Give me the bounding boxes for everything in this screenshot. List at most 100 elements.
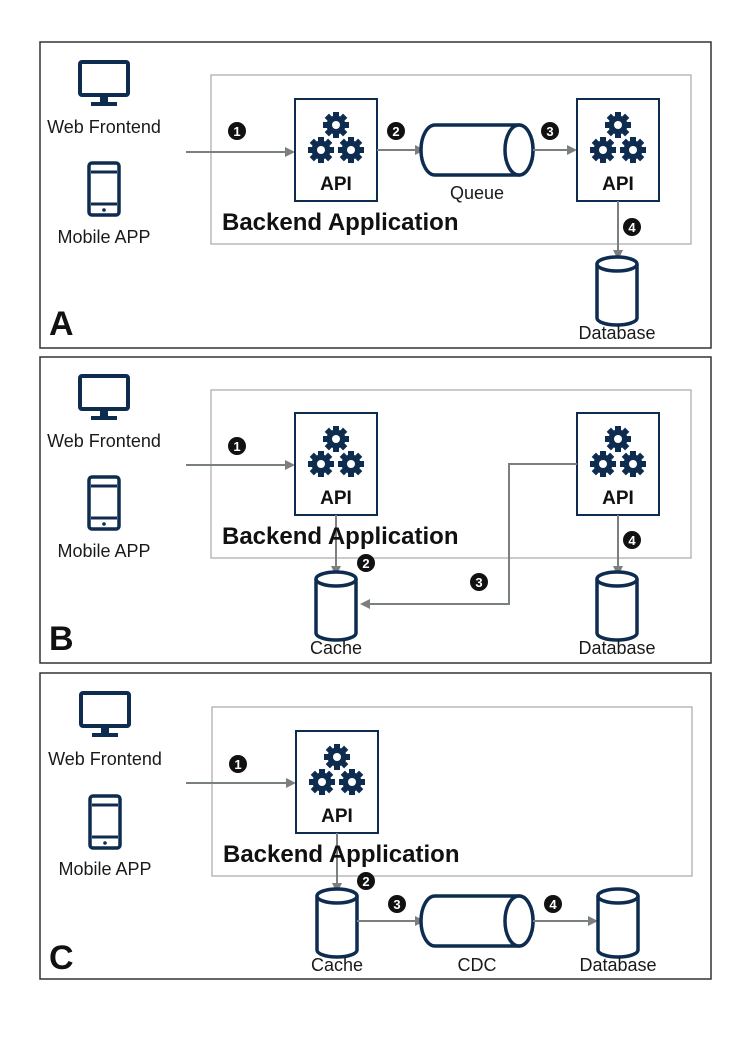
gear-icon: [620, 137, 646, 163]
step-number: 4: [549, 897, 557, 912]
web-frontend-label: Web Frontend: [48, 749, 162, 769]
step-badge-4: 4: [544, 895, 562, 913]
step-number: 4: [628, 220, 636, 235]
queue: Queue: [419, 123, 535, 203]
gear-icon: [309, 769, 335, 795]
api-label: API: [602, 488, 634, 509]
gear-icon: [308, 137, 334, 163]
database: Database: [578, 255, 656, 343]
database: Database: [579, 887, 657, 975]
step-number: 2: [362, 556, 369, 571]
backend-container: [210, 389, 692, 559]
backend-container: [210, 74, 692, 245]
step-number: 1: [234, 757, 241, 772]
panel-letter: B: [49, 620, 74, 658]
cache: Cache: [310, 570, 362, 658]
step-badge-2: 2: [357, 872, 375, 890]
gear-icon: [620, 451, 646, 477]
smartphone-icon: [87, 475, 121, 531]
mobile-app-label: Mobile APP: [58, 859, 151, 879]
queue-label: Queue: [450, 183, 504, 203]
backend-application-label: Backend Application: [222, 209, 458, 236]
database-icon: [596, 887, 640, 959]
web-frontend-client: Web Frontend: [47, 374, 161, 451]
gear-icon: [605, 426, 631, 452]
step-number: 2: [392, 124, 399, 139]
web-frontend-client: Web Frontend: [47, 60, 161, 137]
monitor-icon: [78, 374, 130, 422]
mobile-app-label: Mobile APP: [57, 541, 150, 561]
database-icon: [314, 570, 358, 642]
api-box: API: [294, 412, 378, 516]
web-frontend-label: Web Frontend: [47, 117, 161, 137]
cdc-label: CDC: [458, 955, 497, 975]
monitor-icon: [79, 691, 131, 739]
database-icon: [315, 887, 359, 959]
panel-c: Web Frontend Mobile APP API Backend Appl…: [39, 672, 712, 980]
panel-a: Web Frontend Mobile APP API Queue API: [39, 41, 712, 349]
smartphone-icon: [87, 161, 121, 217]
smartphone-icon: [88, 794, 122, 850]
api-box-2: API: [576, 98, 660, 202]
step-number: 4: [628, 533, 636, 548]
step-badge-3: 3: [470, 573, 488, 591]
cache: Cache: [311, 887, 363, 975]
api-label: API: [321, 806, 353, 827]
mobile-app-client: Mobile APP: [57, 161, 151, 247]
gear-icon: [339, 769, 365, 795]
gear-icon: [323, 112, 349, 138]
web-frontend-label: Web Frontend: [47, 431, 161, 451]
step-badge-3: 3: [541, 122, 559, 140]
flow-arrow-3: [360, 463, 577, 609]
step-badge-2: 2: [387, 122, 405, 140]
api-box: API: [294, 98, 378, 202]
panel-letter: C: [49, 939, 74, 977]
cdc: CDC: [419, 894, 535, 975]
step-badge-1: 1: [228, 122, 246, 140]
cache-label: Cache: [311, 955, 363, 975]
gear-icon: [590, 137, 616, 163]
panel-b: Web Frontend Mobile APP API API Backend …: [39, 356, 712, 664]
gear-icon: [338, 451, 364, 477]
panel-letter: A: [49, 305, 74, 343]
database-label: Database: [579, 955, 656, 975]
gear-icon: [338, 137, 364, 163]
step-badge-3: 3: [388, 895, 406, 913]
api-label: API: [320, 174, 352, 195]
backend-container: [211, 706, 693, 877]
step-number: 3: [393, 897, 400, 912]
gear-icon: [323, 426, 349, 452]
step-badge-1: 1: [229, 755, 247, 773]
web-frontend-client: Web Frontend: [48, 691, 162, 769]
api-box-2: API: [576, 412, 660, 516]
api-label: API: [602, 174, 634, 195]
step-number: 3: [546, 124, 553, 139]
step-badge-4: 4: [623, 531, 641, 549]
database-label: Database: [578, 323, 655, 343]
step-number: 1: [233, 124, 240, 139]
cache-label: Cache: [310, 638, 362, 658]
step-badge-2: 2: [357, 554, 375, 572]
step-number: 2: [362, 874, 369, 889]
queue-cylinder-icon: [419, 894, 535, 948]
step-number: 3: [475, 575, 482, 590]
queue-cylinder-icon: [419, 123, 535, 177]
api-label: API: [320, 488, 352, 509]
database-icon: [595, 255, 639, 327]
backend-application-label: Backend Application: [222, 523, 458, 550]
step-badge-4: 4: [623, 218, 641, 236]
api-box: API: [295, 730, 379, 834]
step-number: 1: [233, 439, 240, 454]
gear-icon: [590, 451, 616, 477]
mobile-app-client: Mobile APP: [58, 794, 152, 879]
gear-icon: [308, 451, 334, 477]
panel-frame: [39, 356, 712, 664]
monitor-icon: [78, 60, 130, 108]
step-badge-1: 1: [228, 437, 246, 455]
panel-frame: [39, 672, 712, 980]
mobile-app-label: Mobile APP: [57, 227, 150, 247]
database: Database: [578, 570, 656, 658]
backend-application-label: Backend Application: [223, 841, 459, 868]
database-icon: [595, 570, 639, 642]
